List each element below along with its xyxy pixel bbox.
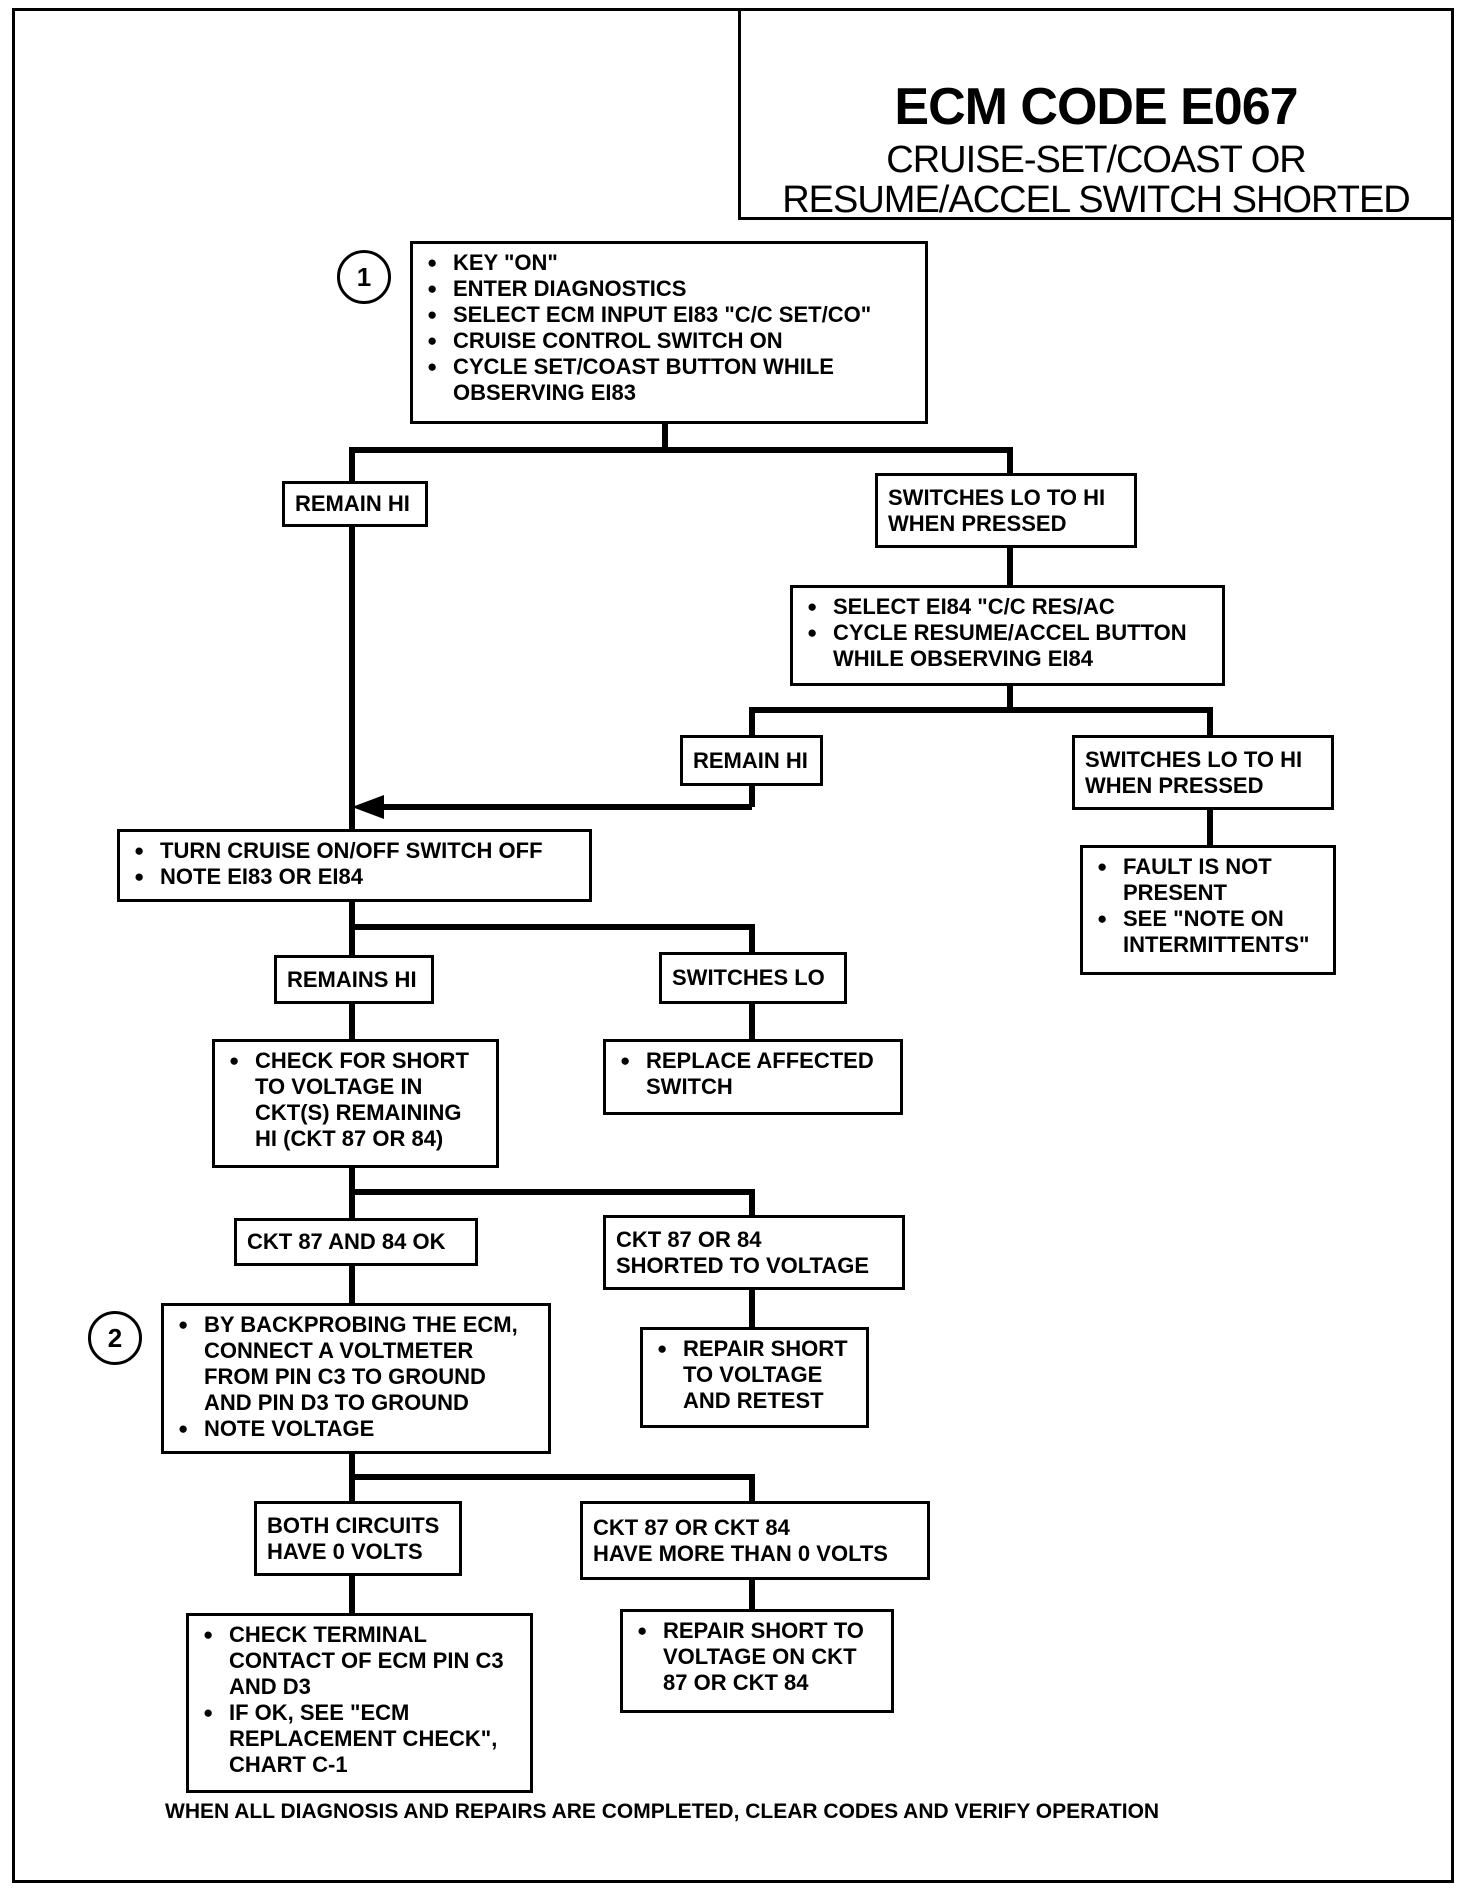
chart-title: ECM CODE E067	[894, 78, 1298, 136]
more-than-zero-label: CKT 87 OR CKT 84 HAVE MORE THAN 0 VOLTS	[593, 1514, 888, 1566]
switches-lo-box: SWITCHES LO	[659, 952, 847, 1004]
arrow-head-icon	[352, 795, 384, 819]
step-marker-2: 2	[88, 1311, 142, 1365]
switches-lo-hi-label-1: SWITCHES LO TO HI WHEN PRESSED	[888, 484, 1106, 536]
step-marker-1: 1	[337, 250, 391, 304]
remain-hi-label-1: REMAIN HI	[295, 491, 410, 516]
check-terminal-step: IF OK, SEE "ECM REPLACEMENT CHECK", CHAR…	[201, 1700, 520, 1778]
remains-hi-box: REMAINS HI	[274, 955, 434, 1004]
check-terminal-box: CHECK TERMINAL CONTACT OF ECM PIN C3 AND…	[186, 1613, 533, 1793]
backprobe-step: BY BACKPROBING THE ECM, CONNECT A VOLTME…	[176, 1312, 538, 1416]
turn-cruise-step: NOTE EI83 OR EI84	[132, 864, 579, 890]
switches-lo-hi-box-2: SWITCHES LO TO HI WHEN PRESSED	[1072, 735, 1334, 810]
switches-lo-hi-label-2: SWITCHES LO TO HI WHEN PRESSED	[1085, 746, 1303, 798]
both-zero-box: BOTH CIRCUITS HAVE 0 VOLTS	[254, 1501, 462, 1576]
remain-hi-box-2: REMAIN HI	[680, 735, 823, 786]
start-step: KEY "ON"	[425, 250, 915, 276]
remains-hi-label: REMAINS HI	[287, 966, 417, 992]
ckt-shorted-label: CKT 87 OR 84 SHORTED TO VOLTAGE	[616, 1226, 870, 1278]
start-step: CRUISE CONTROL SWITCH ON	[425, 328, 915, 354]
repair-retest-step: REPAIR SHORT TO VOLTAGE AND RETEST	[655, 1336, 856, 1414]
backprobe-box: BY BACKPROBING THE ECM, CONNECT A VOLTME…	[161, 1303, 551, 1454]
repair-ckt-step: REPAIR SHORT TO VOLTAGE ON CKT 87 OR CKT…	[635, 1618, 881, 1696]
select-ei84-step: CYCLE RESUME/ACCEL BUTTON WHILE OBSERVIN…	[805, 620, 1212, 672]
start-step: ENTER DIAGNOSTICS	[425, 276, 915, 302]
repair-short-ckt-box: REPAIR SHORT TO VOLTAGE ON CKT 87 OR CKT…	[620, 1609, 894, 1713]
chart-subtitle-line-2: RESUME/ACCEL SWITCH SHORTED	[782, 179, 1411, 221]
replace-switch-box: REPLACE AFFECTED SWITCH	[603, 1039, 903, 1115]
ckt-shorted-box: CKT 87 OR 84 SHORTED TO VOLTAGE	[603, 1215, 905, 1290]
remain-hi-label-2: REMAIN HI	[693, 747, 808, 773]
remain-hi-box-1: REMAIN HI	[282, 481, 428, 527]
replace-switch-step: REPLACE AFFECTED SWITCH	[618, 1048, 890, 1100]
title-block: ECM CODE E067 CRUISE-SET/COAST OR RESUME…	[738, 8, 1454, 221]
chart-subtitle-line-1: CRUISE-SET/COAST OR	[886, 139, 1306, 181]
fault-step: FAULT IS NOT PRESENT	[1095, 854, 1323, 906]
both-zero-label: BOTH CIRCUITS HAVE 0 VOLTS	[267, 1512, 440, 1564]
start-box: KEY "ON" ENTER DIAGNOSTICS SELECT ECM IN…	[410, 241, 928, 424]
more-than-zero-box: CKT 87 OR CKT 84 HAVE MORE THAN 0 VOLTS	[580, 1501, 930, 1580]
page-frame	[12, 8, 1454, 1883]
check-short-step: CHECK FOR SHORT TO VOLTAGE IN CKT(S) REM…	[227, 1048, 486, 1152]
switches-lo-label: SWITCHES LO	[672, 965, 825, 990]
repair-short-retest-box: REPAIR SHORT TO VOLTAGE AND RETEST	[640, 1327, 869, 1428]
check-short-box: CHECK FOR SHORT TO VOLTAGE IN CKT(S) REM…	[212, 1039, 499, 1168]
select-ei84-step: SELECT EI84 "C/C RES/AC	[805, 594, 1212, 620]
turn-cruise-step: TURN CRUISE ON/OFF SWITCH OFF	[132, 838, 579, 864]
start-step: CYCLE SET/COAST BUTTON WHILE OBSERVING E…	[425, 354, 915, 406]
fault-step: SEE "NOTE ON INTERMITTENTS"	[1095, 906, 1323, 958]
fault-not-present-box: FAULT IS NOT PRESENT SEE "NOTE ON INTERM…	[1080, 845, 1336, 975]
turn-cruise-off-box: TURN CRUISE ON/OFF SWITCH OFF NOTE EI83 …	[117, 829, 592, 902]
footer-note: WHEN ALL DIAGNOSIS AND REPAIRS ARE COMPL…	[165, 1800, 1160, 1823]
ckt-ok-label: CKT 87 AND 84 OK	[247, 1229, 446, 1254]
start-step: SELECT ECM INPUT EI83 "C/C SET/CO"	[425, 302, 915, 328]
backprobe-step: NOTE VOLTAGE	[176, 1416, 538, 1442]
switches-lo-hi-box-1: SWITCHES LO TO HI WHEN PRESSED	[875, 473, 1137, 548]
check-terminal-step: CHECK TERMINAL CONTACT OF ECM PIN C3 AND…	[201, 1622, 520, 1700]
ckt-ok-box: CKT 87 AND 84 OK	[234, 1218, 478, 1266]
select-ei84-box: SELECT EI84 "C/C RES/AC CYCLE RESUME/ACC…	[790, 585, 1225, 686]
